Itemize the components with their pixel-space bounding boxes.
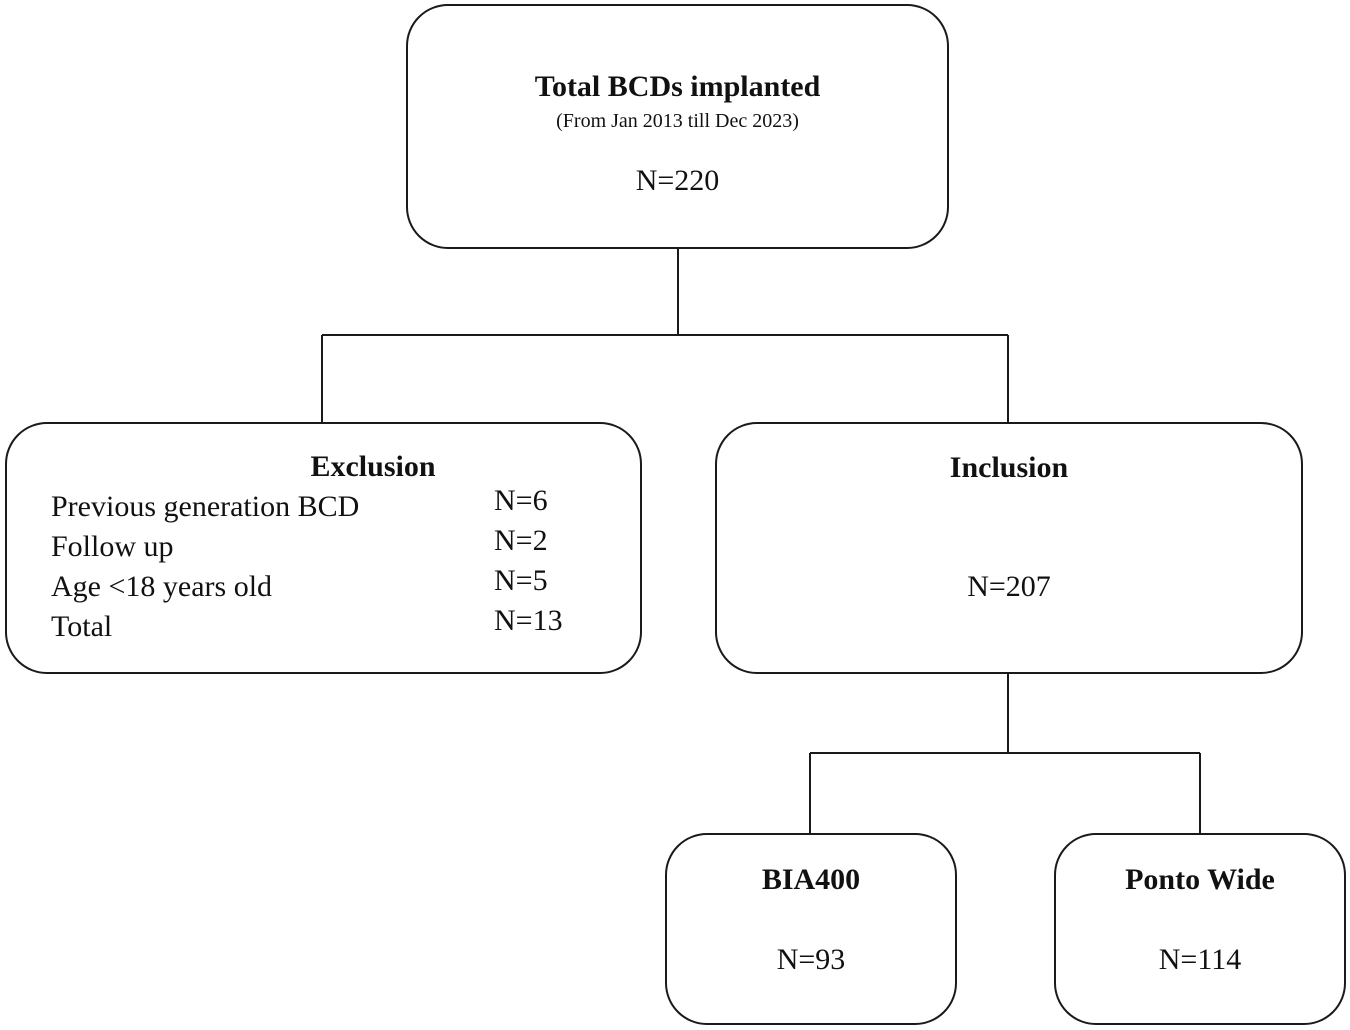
bia400-title: BIA400 — [761, 863, 861, 896]
exclusion-row-value: N=2 — [494, 524, 548, 557]
bia400-count: N=93 — [776, 943, 846, 976]
ponto-wide-title: Ponto Wide — [1125, 863, 1275, 896]
ponto-wide-box: Ponto Wide N=114 — [1054, 833, 1346, 1025]
total-implanted-box: Total BCDs implanted (From Jan 2013 till… — [406, 4, 949, 249]
exclusion-row: Previous generation BCD N=6 — [51, 484, 611, 526]
exclusion-row-label: Previous generation BCD — [51, 490, 360, 523]
exclusion-box: Exclusion Previous generation BCD N=6 Fo… — [5, 422, 642, 674]
exclusion-row-label: Follow up — [51, 530, 174, 563]
total-implanted-count: N=220 — [635, 164, 720, 197]
exclusion-title: Exclusion — [310, 450, 436, 483]
exclusion-row-label: Age <18 years old — [51, 570, 273, 603]
date-range-subtitle: (From Jan 2013 till Dec 2023) — [556, 110, 799, 132]
exclusion-row-label: Total — [51, 610, 113, 643]
total-implanted-title: Total BCDs implanted — [534, 70, 821, 103]
inclusion-count: N=207 — [967, 570, 1051, 603]
inclusion-title: Inclusion — [949, 451, 1069, 484]
exclusion-row-value: N=13 — [494, 604, 563, 637]
exclusion-row-value: N=5 — [494, 564, 548, 597]
exclusion-row: Total N=13 — [51, 604, 611, 646]
exclusion-row: Follow up N=2 — [51, 524, 611, 566]
exclusion-row: Age <18 years old N=5 — [51, 564, 611, 606]
exclusion-row-value: N=6 — [494, 484, 548, 517]
inclusion-box: Inclusion N=207 — [715, 422, 1303, 674]
bia400-box: BIA400 N=93 — [665, 833, 957, 1025]
ponto-wide-count: N=114 — [1158, 943, 1242, 976]
